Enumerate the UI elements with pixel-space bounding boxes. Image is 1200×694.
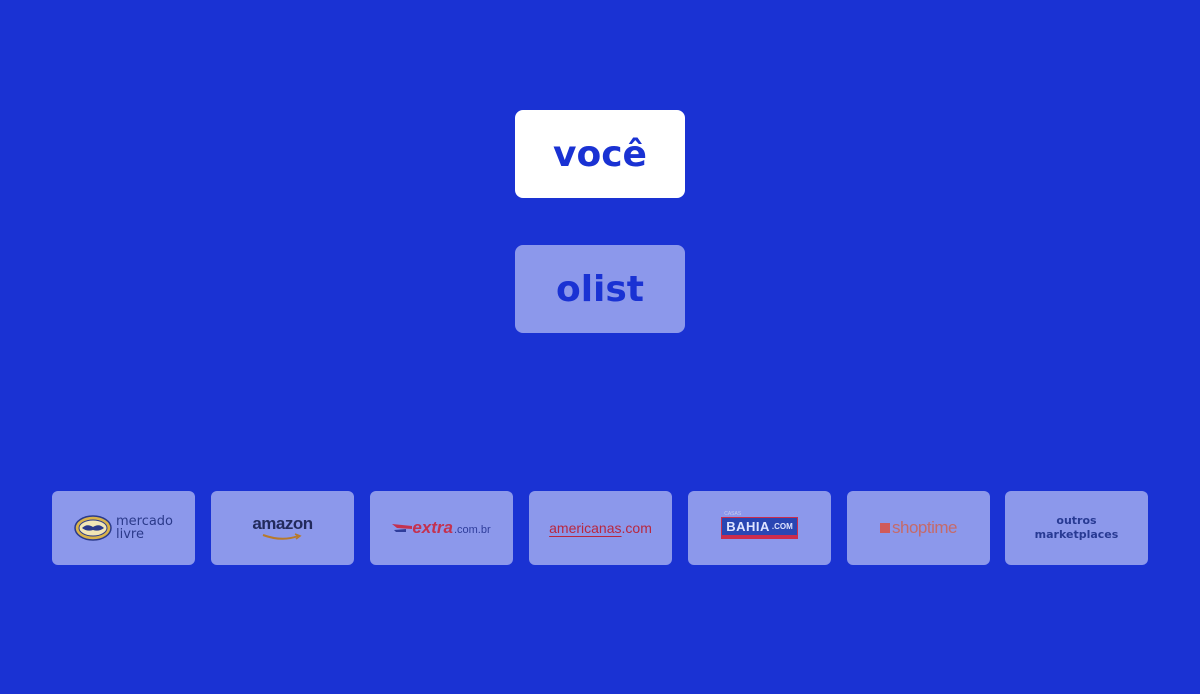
voce-node: você <box>515 110 685 198</box>
extra-logo: extra .com.br <box>392 518 491 538</box>
marketplaces-row: mercado livre amazon extra .com.br am <box>52 491 1148 565</box>
marketplace-card-amazon: amazon <box>211 491 354 565</box>
casas-bahia-word: BAHIA <box>726 519 770 534</box>
americanas-word: americanas <box>549 520 622 536</box>
others-line2: marketplaces <box>1034 528 1119 541</box>
casas-bahia-logo: CASAS BAHIA .COM <box>721 511 798 539</box>
amazon-smile-icon <box>263 533 303 540</box>
americanas-domain: .com <box>621 520 652 536</box>
marketplace-card-shoptime: shoptime <box>847 491 990 565</box>
handshake-icon <box>74 515 112 541</box>
shoptime-square-icon <box>880 523 890 533</box>
amazon-logo: amazon <box>252 514 313 541</box>
voce-label: você <box>553 133 647 175</box>
others-line1: outros <box>1056 514 1097 527</box>
americanas-logo: americanas .com <box>549 520 652 536</box>
casas-bahia-small: CASAS <box>724 511 742 517</box>
shoptime-logo: shoptime <box>880 518 957 538</box>
mercado-livre-logo: mercado livre <box>74 515 173 541</box>
extra-arrow-icon <box>392 524 413 532</box>
mercado-livre-line2: livre <box>115 527 144 542</box>
casas-bahia-domain: .COM <box>771 522 793 531</box>
extra-domain: .com.br <box>453 524 491 536</box>
marketplace-card-others: outros marketplaces <box>1005 491 1148 565</box>
olist-node: olist <box>515 245 685 333</box>
marketplace-card-extra: extra .com.br <box>370 491 513 565</box>
others-label: outros marketplaces <box>1035 514 1119 542</box>
marketplace-card-casas-bahia: CASAS BAHIA .COM <box>688 491 831 565</box>
extra-word: extra <box>412 518 453 537</box>
olist-label: olist <box>555 268 645 310</box>
marketplace-card-americanas: americanas .com <box>529 491 672 565</box>
shoptime-label: shoptime <box>892 518 957 537</box>
mercado-livre-line1: mercado <box>115 514 174 529</box>
amazon-label: amazon <box>252 514 313 533</box>
marketplace-card-mercado-livre: mercado livre <box>52 491 195 565</box>
